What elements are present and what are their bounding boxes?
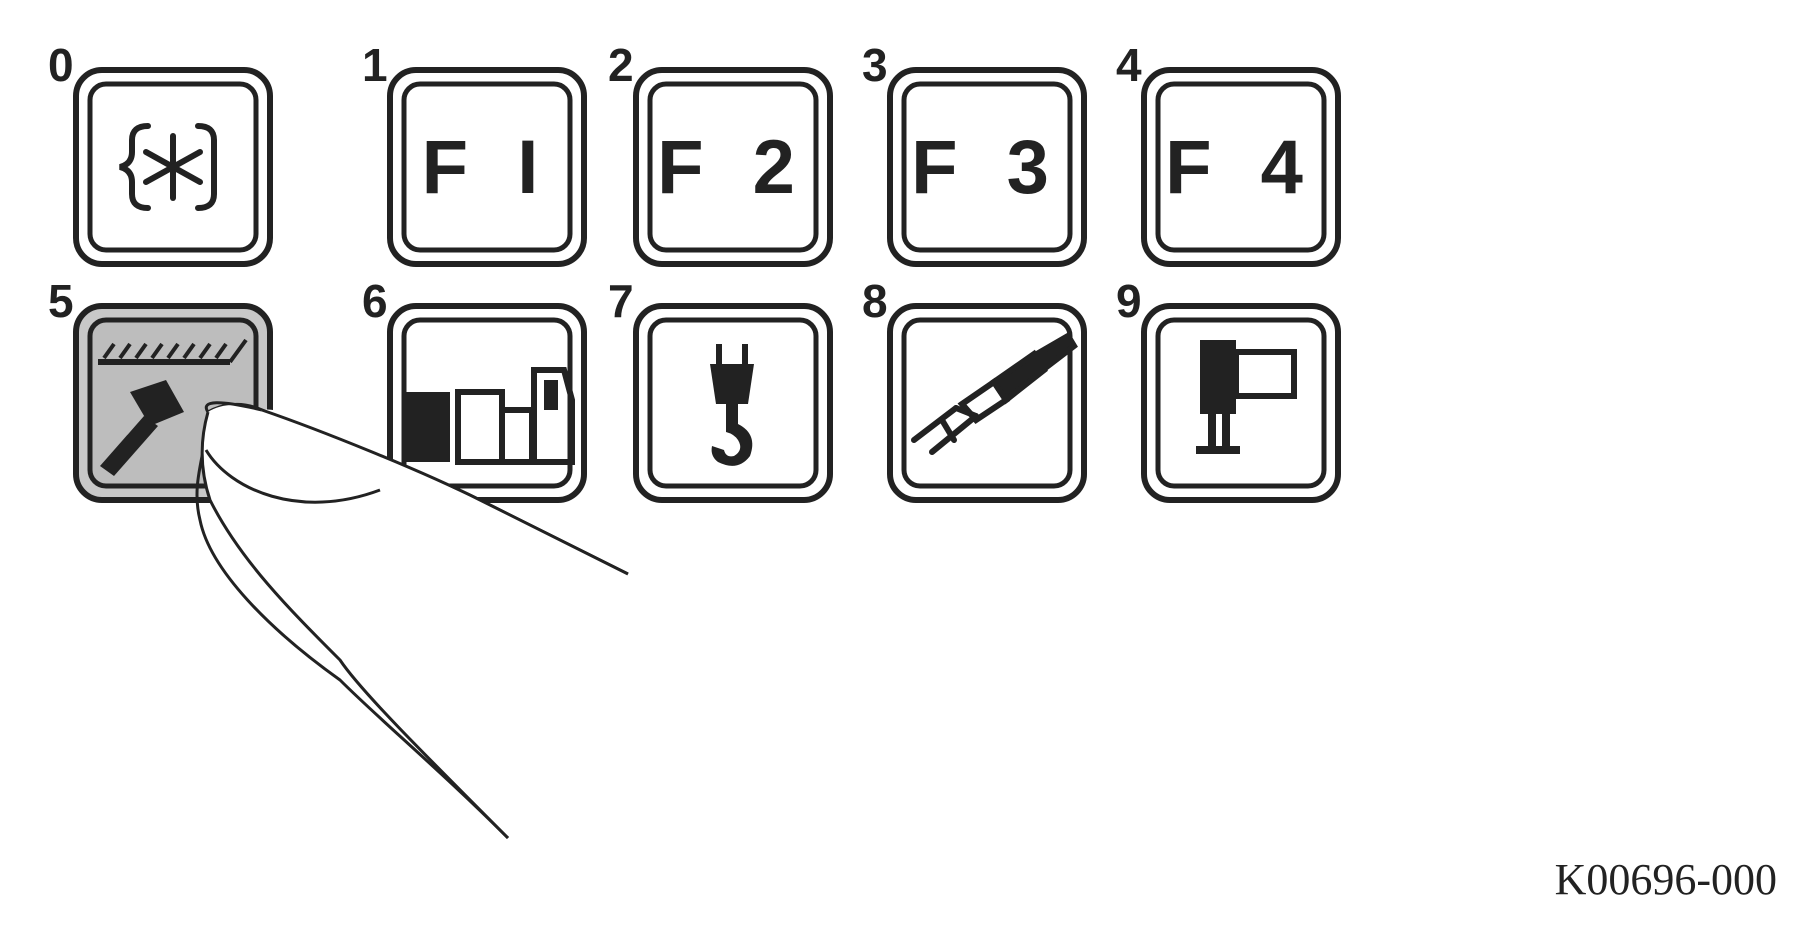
key-f1[interactable]: F I xyxy=(384,64,590,270)
crane-hook-icon xyxy=(710,344,754,466)
key-9-outrigger[interactable] xyxy=(1138,300,1344,506)
key-number-6: 6 xyxy=(362,275,388,327)
key-7-hook[interactable] xyxy=(630,300,836,506)
key-f3[interactable]: F 3 xyxy=(884,64,1090,270)
key-0-snowflake[interactable] xyxy=(70,64,276,270)
key-f4[interactable]: F 4 xyxy=(1138,64,1344,270)
figure-code: K00696-000 xyxy=(1554,855,1777,904)
ceiling-light-icon xyxy=(98,338,248,476)
key-number-3: 3 xyxy=(862,39,888,91)
snowflake-brackets-icon xyxy=(119,123,217,211)
key-number-4: 4 xyxy=(1116,39,1142,91)
key-f1-label: F I xyxy=(421,124,553,210)
key-number-7: 7 xyxy=(608,275,634,327)
outrigger-icon xyxy=(1196,340,1297,454)
key-f2[interactable]: F 2 xyxy=(630,64,836,270)
crane-carrier-icon xyxy=(406,367,575,465)
key-number-8: 8 xyxy=(862,275,888,327)
key-number-0: 0 xyxy=(48,39,74,91)
key-6-carrier[interactable] xyxy=(384,300,590,506)
key-f3-label: F 3 xyxy=(911,124,1063,210)
key-number-5: 5 xyxy=(48,275,74,327)
key-f4-label: F 4 xyxy=(1165,124,1317,210)
boom-arm-icon xyxy=(911,331,1078,455)
key-f2-label: F 2 xyxy=(657,124,809,210)
key-number-9: 9 xyxy=(1116,275,1142,327)
key-8-boom[interactable] xyxy=(884,300,1090,506)
key-number-2: 2 xyxy=(608,39,634,91)
key-5-light-pressed[interactable] xyxy=(70,300,276,506)
key-number-1: 1 xyxy=(362,39,388,91)
